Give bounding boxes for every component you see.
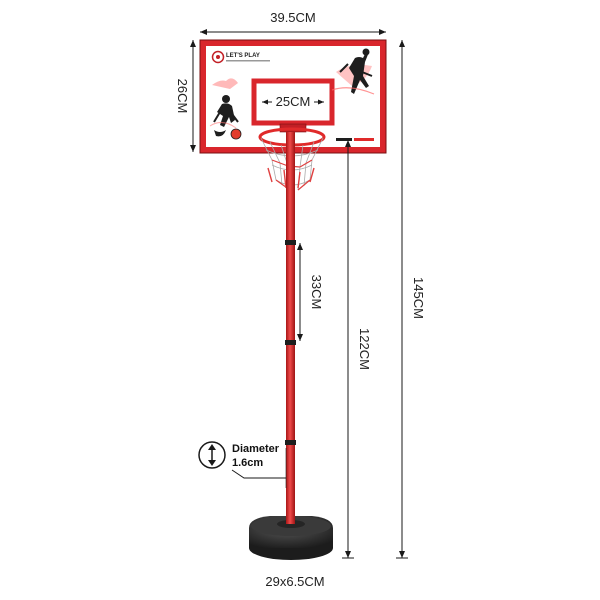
pole-joint <box>285 440 296 445</box>
inner-square-dimension: 25CM <box>262 94 324 109</box>
rim-height-label: 122CM <box>357 328 372 370</box>
board-width-label: 39.5CM <box>270 10 316 25</box>
board-height-dimension: 26CM <box>175 40 196 152</box>
brand-logo-text: LET'S PLAY <box>226 53 260 59</box>
backboard: LET'S PLAY 25CM <box>199 39 387 154</box>
diameter-callout: Diameter 1.6cm <box>198 441 287 488</box>
total-height-label: 145CM <box>411 277 426 319</box>
support-pole <box>285 132 296 532</box>
pole-section-label: 33CM <box>309 275 324 310</box>
diameter-value: 1.6cm <box>232 457 263 469</box>
pole-joint <box>285 340 296 345</box>
backboard-target-square <box>251 78 335 126</box>
pole-section-dimension: 33CM <box>297 243 324 341</box>
rim-height-dimension: 122CM <box>342 140 372 559</box>
weighted-base <box>249 512 333 560</box>
board-width-dimension: 39.5CM <box>200 10 386 35</box>
base-size-label: 29x6.5CM <box>265 574 324 589</box>
player-dunking-graphic <box>331 48 375 141</box>
inner-square-label: 25CM <box>276 94 311 109</box>
board-height-label: 26CM <box>175 79 190 114</box>
total-height-dimension: 145CM <box>396 40 426 559</box>
brand-logo: LET'S PLAY <box>211 50 270 64</box>
diameter-label: Diameter <box>232 443 280 455</box>
player-dribbling-graphic <box>209 78 242 140</box>
pole-joint <box>285 240 296 245</box>
